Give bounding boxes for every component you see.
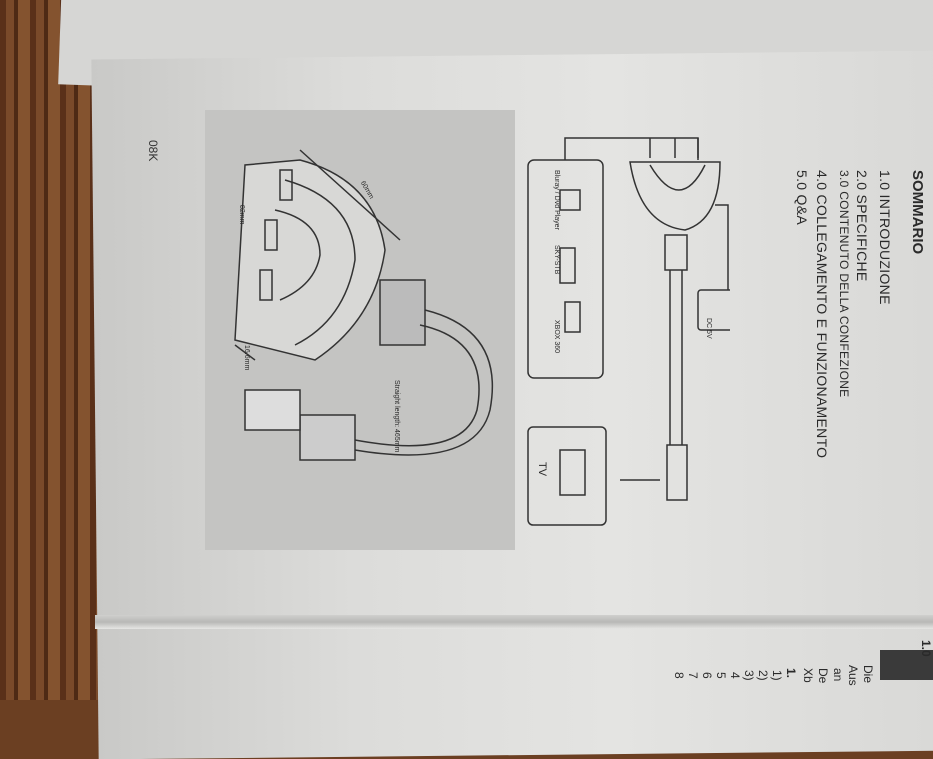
- right-list: 2): [756, 670, 770, 681]
- toc-item: 2.0 SPECIFICHE: [854, 170, 870, 282]
- right-list: 1.: [784, 668, 798, 679]
- connection-diagram: [527, 137, 730, 526]
- toc-title: SOMMARIO: [909, 170, 926, 255]
- right-list: 5: [714, 672, 728, 679]
- source-xbox: XBOX 360: [553, 320, 560, 354]
- height-label: 16.6mm: [243, 345, 250, 371]
- edge-text: 08K: [146, 140, 160, 162]
- toc-item: 5.0 Q&A: [794, 170, 810, 226]
- fold-crease: [95, 615, 933, 629]
- source-bluray: Bluray / Dvd Player: [553, 170, 560, 230]
- right-list: 1): [770, 670, 784, 681]
- right-list: 4: [728, 672, 742, 679]
- source-sky-stb: SKY-STB: [553, 245, 560, 275]
- product-diagram: 60mm 82mm 16.6mm Straight length: 465mm: [205, 110, 515, 550]
- tv-label: TV: [536, 462, 548, 477]
- hdmi-switch-drawing: [234, 149, 494, 461]
- right-list: 6: [700, 672, 714, 679]
- section-marker: [880, 650, 933, 680]
- power-label: DC 5V: [705, 318, 712, 339]
- right-line: Die: [861, 665, 875, 684]
- toc-item: 3.0 CONTENUTO DELLA CONFEZIONE: [837, 170, 851, 398]
- right-heading: 1.0: [919, 640, 933, 657]
- right-line: De: [816, 668, 830, 684]
- depth-label: 82mm: [238, 205, 245, 225]
- right-list: 8: [672, 672, 686, 679]
- right-list: 7: [686, 672, 700, 679]
- cable-length-label: Straight length: 465mm: [393, 380, 400, 453]
- toc-item: 1.0 INTRODUZIONE: [877, 170, 893, 305]
- right-line: Aus: [846, 665, 860, 686]
- right-line: Xb: [801, 668, 815, 683]
- right-line: an: [831, 668, 845, 682]
- right-list: 3): [742, 670, 756, 681]
- toc-item: 4.0 COLLEGAMENTO E FUNZIONAMENTO: [814, 170, 830, 459]
